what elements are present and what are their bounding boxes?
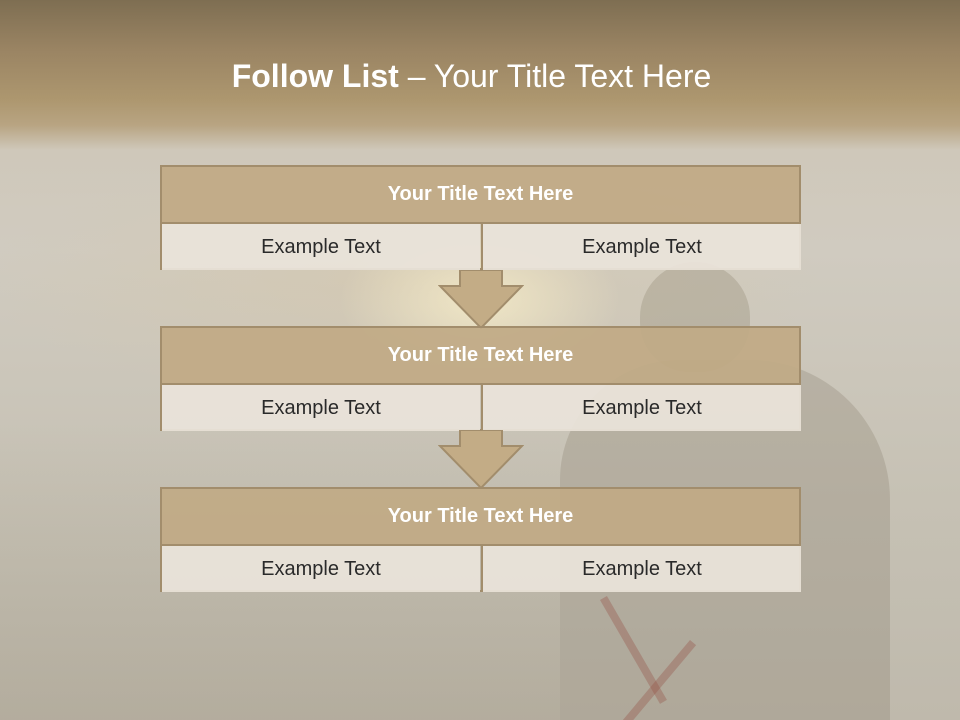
list-block-1: Your Title Text Here Example Text Exampl… [160,165,801,270]
down-arrow-icon [438,430,524,490]
slide-title-rest: – Your Title Text Here [398,58,712,94]
list-block-3: Your Title Text Here Example Text Exampl… [160,487,801,592]
block-right-text: Example Text [481,385,801,431]
slide-title: Follow List – Your Title Text Here [0,54,943,98]
block-right-text: Example Text [481,546,801,592]
list-block-2: Your Title Text Here Example Text Exampl… [160,326,801,431]
block-right-text: Example Text [481,224,801,270]
block-title: Your Title Text Here [162,489,799,546]
block-title: Your Title Text Here [162,328,799,385]
block-left-text: Example Text [162,385,480,431]
block-left-text: Example Text [162,546,480,592]
block-left-text: Example Text [162,224,480,270]
down-arrow-icon [438,270,524,330]
slide-title-bold: Follow List [231,58,399,94]
block-title: Your Title Text Here [162,167,799,224]
